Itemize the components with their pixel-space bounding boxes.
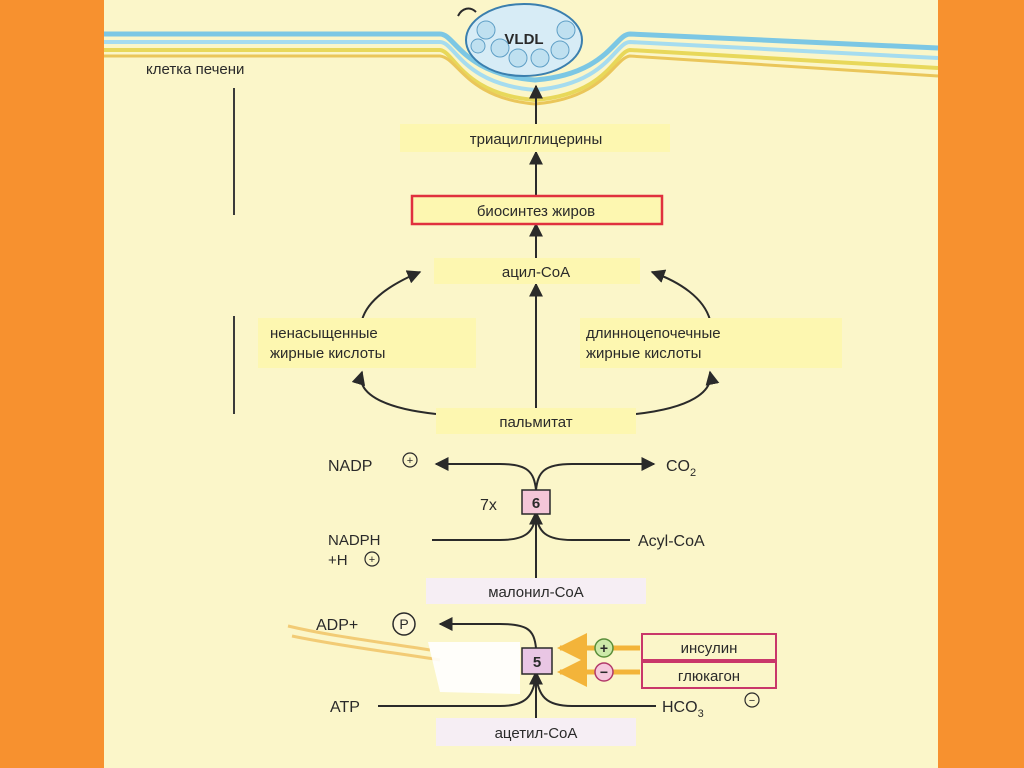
inhibition-sign — [594, 662, 614, 682]
triacylglycerols-box — [400, 124, 670, 152]
hco3-charge: − — [749, 695, 755, 707]
glucagon-label: глюкагон — [678, 668, 740, 685]
glucagon-box — [641, 661, 777, 689]
nadp-charge-icon — [402, 452, 418, 468]
hormone-arrows: + − — [557, 633, 640, 687]
malonyl-coa-label: малонил-CoA — [488, 584, 584, 601]
decorative-gap — [428, 642, 520, 694]
nadp-charge: + — [407, 455, 413, 467]
acyl-coa-en-label: Acyl-CoA — [638, 533, 705, 550]
long-chain-fa-box — [580, 318, 842, 368]
unsaturated-fa-line2: жирные кислоты — [270, 345, 385, 362]
palmitate-label: пальмитат — [499, 414, 572, 431]
hco3-label: HCO3 — [662, 699, 704, 720]
acyl-coa-box — [434, 258, 640, 284]
enzyme6-label: 6 — [532, 495, 540, 512]
proton-charge-icon — [364, 551, 380, 567]
insulin-label: инсулин — [681, 640, 738, 657]
unsaturated-fa-line1: ненасыщенные — [270, 325, 378, 342]
long-chain-fa-line2: жирные кислоты — [586, 345, 701, 362]
hco3-charge-icon — [744, 692, 760, 708]
nadp-label: NADP — [328, 458, 372, 475]
unsaturated-fa-box — [258, 318, 476, 368]
nadph-line2: +H — [328, 552, 348, 569]
acetyl-coa-box — [436, 718, 636, 746]
phosphate-label: P — [399, 616, 408, 632]
vldl-particle: VLDL — [457, 3, 583, 77]
fat-biosynthesis-box — [410, 194, 664, 226]
triacylglycerols-label: триацилглицерины — [470, 131, 602, 148]
fat-biosynthesis-label: биосинтез жиров — [477, 203, 595, 220]
atp-label: ATP — [330, 699, 360, 716]
co2-label: CO2 — [666, 458, 696, 479]
times7-label: 7x — [480, 497, 497, 514]
enzyme5-box — [521, 647, 553, 675]
enzyme6-box — [521, 489, 551, 515]
proton-charge: + — [369, 554, 375, 566]
long-chain-fa-line1: длинноцепочечные — [586, 325, 721, 342]
enzyme5-arrows — [378, 617, 656, 707]
phosphate-icon — [392, 612, 416, 636]
vldl-label: VLDL — [504, 31, 543, 48]
insulin-box — [641, 633, 777, 661]
acetyl-coa-label: ацетил-CoA — [495, 725, 578, 742]
adp-label: ADP+ — [316, 617, 358, 634]
palmitate-box — [436, 408, 636, 434]
enzyme6-arrows — [432, 457, 656, 541]
activation-plus: + — [600, 640, 608, 656]
nadph-line1: NADPH — [328, 532, 381, 549]
cycle-arrows — [351, 269, 720, 415]
enzyme5-label: 5 — [533, 654, 541, 671]
malonyl-coa-box — [426, 578, 646, 604]
decorative-fibres — [287, 624, 441, 662]
cell-label: клетка печени — [146, 61, 244, 78]
acyl-coa-label: ацил-CoA — [502, 264, 570, 281]
activation-sign — [594, 638, 614, 658]
inhibition-minus: − — [600, 664, 608, 680]
